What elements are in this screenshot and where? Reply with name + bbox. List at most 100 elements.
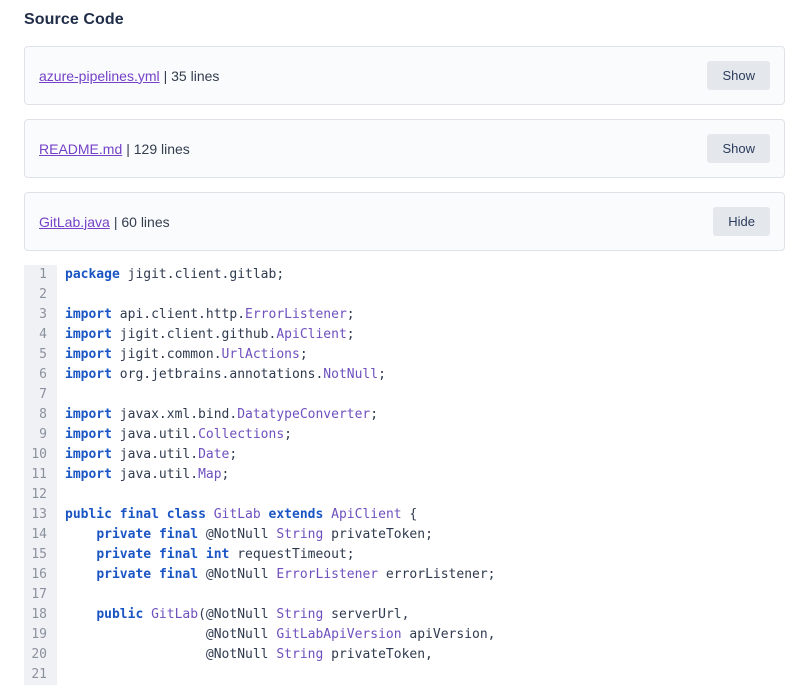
code-token: package bbox=[65, 267, 120, 282]
file-link[interactable]: GitLab.java bbox=[39, 213, 110, 230]
line-content: @NotNull String privateToken, bbox=[57, 645, 785, 665]
file-info: azure-pipelines.yml| 35 lines bbox=[39, 68, 219, 84]
file-panel: README.md| 129 lines Show bbox=[24, 119, 785, 178]
line-number: 12 bbox=[24, 485, 57, 505]
code-token: public bbox=[65, 507, 112, 522]
line-number: 19 bbox=[24, 625, 57, 645]
code-token: String bbox=[276, 607, 324, 622]
line-number: 6 bbox=[24, 365, 57, 385]
code-token: import bbox=[65, 447, 112, 462]
code-token bbox=[151, 567, 159, 582]
file-lines-label: | 60 lines bbox=[113, 213, 170, 230]
code-token: ( bbox=[198, 607, 206, 622]
code-token: ; bbox=[221, 467, 230, 482]
code-token bbox=[323, 507, 331, 522]
line-number: 20 bbox=[24, 645, 57, 665]
file-link[interactable]: azure-pipelines.yml bbox=[39, 67, 160, 84]
line-content: package jigit.client.gitlab; bbox=[57, 265, 785, 285]
code-token bbox=[198, 567, 206, 582]
code-line: 21 bbox=[24, 665, 785, 685]
code-token: Date bbox=[198, 447, 230, 462]
file-info: GitLab.java| 60 lines bbox=[39, 214, 170, 230]
code-token: @NotNull bbox=[205, 627, 269, 642]
code-token: jigit.client.gitlab; bbox=[119, 267, 285, 282]
code-line: 10 import java.util.Date; bbox=[24, 445, 785, 465]
code-token bbox=[198, 547, 206, 562]
code-token: @NotNull bbox=[205, 527, 269, 542]
code-token: org.jetbrains.annotations. bbox=[111, 367, 324, 382]
toggle-button[interactable]: Show bbox=[707, 61, 770, 90]
code-token: final bbox=[158, 527, 199, 542]
line-content: import java.util.Collections; bbox=[57, 425, 785, 445]
code-token: import bbox=[65, 307, 112, 322]
file-lines-label: | 35 lines bbox=[163, 67, 220, 84]
code-token: NotNull bbox=[323, 367, 379, 382]
code-token bbox=[65, 527, 96, 542]
file-panel: azure-pipelines.yml| 35 lines Show bbox=[24, 46, 785, 105]
line-content: public GitLab(@NotNull String serverUrl, bbox=[57, 605, 785, 625]
code-token bbox=[65, 567, 96, 582]
line-content: public final class GitLab extends ApiCli… bbox=[57, 505, 785, 525]
line-number: 21 bbox=[24, 665, 57, 685]
code-line: 16 private final @NotNull ErrorListener … bbox=[24, 565, 785, 585]
code-token: import bbox=[65, 347, 112, 362]
code-token: java.util. bbox=[111, 467, 199, 482]
code-token: class bbox=[166, 507, 206, 522]
line-number: 18 bbox=[24, 605, 57, 625]
line-number: 10 bbox=[24, 445, 57, 465]
code-token: java.util. bbox=[111, 447, 199, 462]
code-token bbox=[112, 507, 120, 522]
code-token bbox=[65, 547, 96, 562]
code-token: final bbox=[158, 567, 199, 582]
line-content: import jigit.client.github.ApiClient; bbox=[57, 325, 785, 345]
code-line: 14 private final @NotNull String private… bbox=[24, 525, 785, 545]
line-content: import javax.xml.bind.DatatypeConverter; bbox=[57, 405, 785, 425]
code-token: GitLab bbox=[213, 507, 261, 522]
toggle-button[interactable]: Hide bbox=[713, 207, 770, 236]
code-token: { bbox=[401, 507, 418, 522]
file-panel: GitLab.java| 60 lines Hide bbox=[24, 192, 785, 251]
code-line: 18 public GitLab(@NotNull String serverU… bbox=[24, 605, 785, 625]
file-link[interactable]: README.md bbox=[39, 140, 123, 157]
page-title: Source Code bbox=[24, 11, 124, 28]
line-number: 5 bbox=[24, 345, 57, 365]
code-token bbox=[151, 547, 159, 562]
code-token: ; bbox=[378, 367, 386, 382]
code-line: 12 bbox=[24, 485, 785, 505]
code-token bbox=[206, 507, 214, 522]
code-token: private bbox=[96, 527, 152, 542]
code-token: privateToken, bbox=[323, 647, 433, 662]
code-token bbox=[151, 527, 159, 542]
code-token: requestTimeout; bbox=[229, 547, 355, 562]
line-number: 4 bbox=[24, 325, 57, 345]
code-token: serverUrl, bbox=[323, 607, 410, 622]
code-token: import bbox=[65, 407, 112, 422]
line-content: @NotNull GitLabApiVersion apiVersion, bbox=[57, 625, 785, 645]
code-token bbox=[198, 527, 206, 542]
code-token: public bbox=[96, 607, 144, 622]
code-token: ; bbox=[229, 447, 238, 462]
code-token: import bbox=[65, 467, 112, 482]
code-token: ErrorListener bbox=[245, 307, 347, 322]
code-token: @NotNull bbox=[205, 607, 269, 622]
line-number: 13 bbox=[24, 505, 57, 525]
code-token: GitLab bbox=[151, 607, 199, 622]
line-content: import org.jetbrains.annotations.NotNull… bbox=[57, 365, 785, 385]
code-token: Map bbox=[198, 467, 222, 482]
code-token bbox=[159, 507, 167, 522]
code-token: @NotNull bbox=[205, 647, 269, 662]
code-token: ; bbox=[370, 407, 379, 422]
code-token bbox=[65, 647, 206, 662]
code-token: ; bbox=[284, 427, 292, 442]
code-token: String bbox=[276, 647, 324, 662]
code-token: final bbox=[158, 547, 199, 562]
code-token: ApiClient bbox=[331, 507, 402, 522]
code-token: final bbox=[119, 507, 159, 522]
toggle-button[interactable]: Show bbox=[707, 134, 770, 163]
code-token: Collections bbox=[198, 427, 285, 442]
